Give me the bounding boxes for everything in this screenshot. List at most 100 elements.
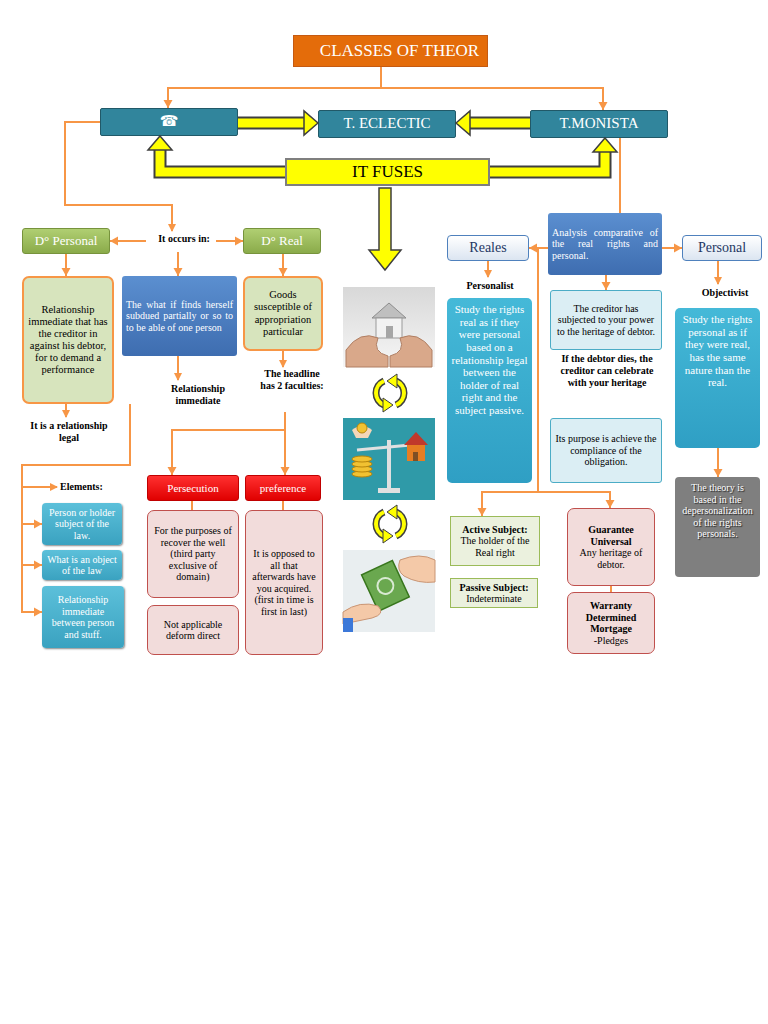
connector-line [168,67,381,108]
element-box: Person or holder subject of the law. [42,503,122,545]
connector [529,244,548,253]
connector [279,254,288,276]
illustration-scale-part [404,432,428,445]
box-text: Its purpose is achieve the compliance of… [555,433,657,468]
box-text: T.MONISTA [535,115,663,132]
illustration-scale-part [378,488,400,493]
note-box: The creditor has subjected to your power… [550,290,662,350]
block-connector [456,111,530,135]
connector-line [282,254,284,276]
connector-line [662,247,682,249]
definition-box: The what if finds herself subdued partia… [122,276,237,356]
element-box: Relationship immediate between person an… [42,586,124,648]
annotation-label: Elements: [60,481,122,493]
box-text: The theory is based in the depersonaliza… [679,482,756,540]
connector-line [529,247,548,249]
illustration-scale-part [357,423,367,433]
connector-line [160,150,285,172]
connector-line [381,67,603,110]
category-box: D° Personal [22,228,110,254]
arrow-head [281,467,290,475]
leader-arrow-part [65,404,67,417]
connector [192,501,193,510]
cycle-arrow-part [383,398,393,412]
subject-box: Active Subject:The holder of the Real ri… [450,516,540,566]
box-text: D° Personal [27,234,105,249]
leader-arrow-part [717,261,719,284]
arrow-head [606,500,615,508]
box-text: Study the rights real as if they were pe… [451,303,528,417]
illustration-house-hands [343,287,435,367]
subject-box: Passive Subject:Indeterminate [450,578,538,608]
connector [381,67,608,110]
leader-arrow-part [177,360,179,380]
arrow-head [529,244,537,253]
block-connector [148,136,285,172]
connector [714,448,723,477]
illustration-money-hand-part [399,556,435,582]
illustration-scale [343,418,435,500]
box-text: CLASSES OF THEOR [316,41,483,61]
box-heading: Guarantee Universal [572,524,650,547]
connector-outline [490,152,605,172]
annotation-label: If the debtor dies, the creditor can cel… [552,353,662,389]
arrow-head [34,520,42,529]
illustration-scale-part [343,418,435,500]
connector-line [282,501,284,510]
illustration-money-hand [343,550,435,632]
box-text: D° Real [248,234,316,249]
connector [164,67,382,108]
fuse-box: IT FUSES [285,158,490,186]
connector [662,244,682,253]
illustration-house-hands-part [376,318,402,338]
block-arrow [369,188,401,270]
connector [62,254,71,276]
box-heading: Warranty Determined Mortgage [572,600,650,635]
box-text: IT FUSES [291,162,484,182]
theory-box: T.MONISTA [530,110,668,138]
definition-box: Study the rights real as if they were pe… [447,298,532,483]
annotation-label: Personalist [452,280,528,292]
box-text: Goods susceptible of appropriation parti… [249,289,317,337]
illustration-scale-part [352,456,372,462]
definition-box: Relationship immediate that has the cred… [22,276,114,404]
arrow-head [304,111,318,135]
leader-arrow-part [487,261,489,277]
element-box: What is an object of the law [42,550,122,580]
note-box: It is opposed to all that afterwards hav… [245,510,323,655]
arrow-head [279,268,288,276]
illustration-scale-part [413,452,418,461]
box-text: Person or holder subject of the law. [46,507,118,542]
connector-line [65,122,243,241]
box-text: Relationship immediate between person an… [46,594,120,640]
faculty-box: Persecution [147,475,239,501]
definition-box: Study the rights personal as if they wer… [675,308,760,448]
connector [620,138,621,213]
arrow-head [456,111,470,135]
definition-box: Goods susceptible of appropriation parti… [243,276,323,351]
connector [602,275,611,290]
annotation-label: Relationship immediate [158,383,238,407]
illustration-house-hands-part [386,326,393,338]
annotation-label: It is a relationship legal [24,420,114,444]
note-box: Not applicable deform direct [147,605,239,655]
annotation-label: Objectivist [690,287,760,299]
illustration-house-hands-part [372,303,406,318]
box-text: ☎ [105,113,233,130]
cycle-arrow-part [387,374,397,388]
cycle-arrow-part [383,529,393,543]
box-text: preference [250,482,316,495]
connector-line [717,448,719,477]
arrow-head [62,268,71,276]
connector [65,122,172,246]
arrow-head [714,469,723,477]
box-text: Not applicable deform direct [152,619,234,642]
connector-line [619,138,621,213]
box-text: Relationship immediate that has the cred… [28,304,108,376]
cycle-arrow [376,374,404,543]
arrow-head [478,508,487,516]
connector-line [470,119,530,128]
arrow-head [34,608,42,617]
connector-line [605,275,607,290]
